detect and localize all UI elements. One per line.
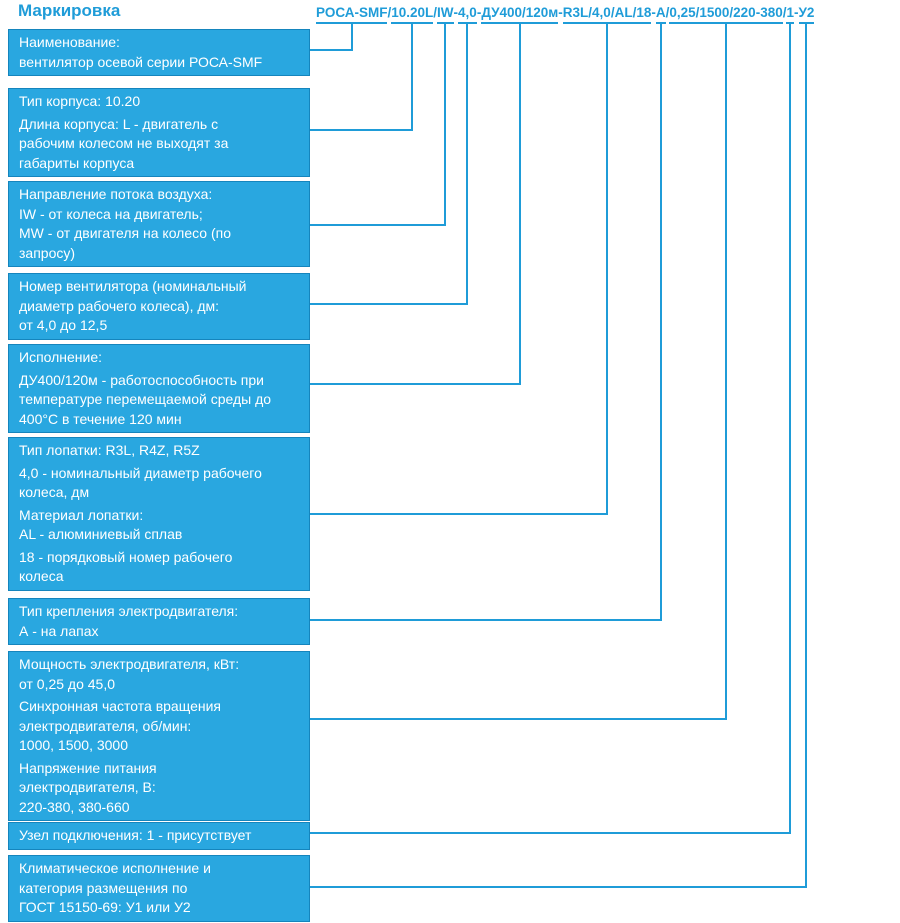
connector-horizontal-design [310,383,521,385]
label-box-connection-unit: Узел подключения: 1 - присутствует [8,822,310,850]
code-separator: / [782,5,787,20]
connector-horizontal-name [310,49,353,51]
code-separator: - [558,5,563,20]
label-text: Тип лопатки: R3L, R4Z, R5Z [19,442,200,458]
connector-horizontal-body-type [310,129,413,131]
page-title: Маркировка [18,1,121,20]
connector-vertical-fan-number [466,24,468,305]
label-text: Синхронная частота вращения электродвига… [19,698,221,753]
label-box-name: Наименование: вентилятор осевой серии РО… [8,29,310,76]
label-text: 18 - порядковый номер рабочего колеса [19,548,233,585]
label-box-motor-power: Мощность электродвигателя, кВт: от 0,25 … [8,651,310,821]
connector-horizontal-airflow-direction [310,224,446,226]
label-text: Мощность электродвигателя, кВт: от 0,25 … [19,656,240,692]
connector-vertical-blade [606,24,608,515]
label-text: Материал лопатки: AL - алюминиевый сплав [19,506,183,543]
code-segment-8: 0,25/1500/220-380 [669,5,783,24]
code-separator: - [476,5,482,20]
label-box-airflow-direction: Направление потока воздуха: IW - от коле… [8,181,310,267]
code-separator: / [665,5,670,20]
label-text: Узел подключения: 1 - присутствует [19,827,252,843]
label-text: Тип крепления электродвигателя: А - на л… [19,603,239,639]
code-segment-10: У2 [798,5,815,24]
code-separator: - [651,5,656,20]
label-text: Напряжение питания электродвигателя, В: … [19,759,157,815]
connector-horizontal-climatic [310,886,807,888]
code-segment-2: 10.20L [391,5,434,24]
label-box-fan-number: Номер вентилятора (номинальный диаметр р… [8,273,310,340]
label-text: Направление потока воздуха: IW - от коле… [19,186,232,261]
code-segment-6: R3L/4,0/AL/18 [562,5,652,24]
code-separator: - [453,5,459,20]
marking-code: РОСА-SMF/10.20L/IW-4,0-ДУ400/120м-R3L/4,… [316,5,815,24]
label-text: Номер вентилятора (номинальный диаметр р… [19,278,247,333]
code-segment-5: ДУ400/120м [481,5,559,24]
code-segment-4: 4,0 [458,5,477,24]
connector-vertical-climatic [805,24,807,888]
label-text: Исполнение: [19,349,103,365]
connector-horizontal-motor-mounting [310,619,662,621]
code-separator: / [433,5,438,20]
label-text: Климатическое исполнение и категория раз… [19,860,211,915]
connector-horizontal-motor-power [310,718,727,720]
connector-vertical-connection-unit [789,24,791,834]
label-text: Наименование: вентилятор осевой серии РО… [19,34,263,70]
code-segment-3: IW [437,5,454,24]
connector-horizontal-blade [310,513,608,515]
connector-vertical-motor-mounting [660,24,662,621]
label-text: 4,0 - номинальный диаметр рабочего колес… [19,464,262,501]
label-text: ДУ400/120м - работоспособность при темпе… [19,371,272,427]
connector-vertical-design [519,24,521,385]
code-separator: / [387,5,392,20]
label-text: Тип корпуса: 10.20 [19,93,141,109]
connector-vertical-body-type [411,24,413,131]
connector-horizontal-connection-unit [310,832,791,834]
code-segment-7: А [655,5,666,24]
code-separator: - [794,5,799,20]
label-text: Длина корпуса: L - двигатель с рабочим к… [19,115,229,171]
label-box-climatic: Климатическое исполнение и категория раз… [8,855,310,922]
connector-vertical-name [351,24,353,51]
label-box-motor-mounting: Тип крепления электродвигателя: А - на л… [8,598,310,645]
label-box-design: Исполнение: ДУ400/120м - работоспособност… [8,344,310,433]
connector-vertical-airflow-direction [444,24,446,226]
connector-vertical-motor-power [725,24,727,720]
connector-horizontal-fan-number [310,303,468,305]
label-box-blade: Тип лопатки: R3L, R4Z, R5Z 4,0 - номиналь… [8,437,310,591]
code-segment-1: РОСА-SMF [316,5,388,24]
code-segment-9: 1 [786,5,794,24]
